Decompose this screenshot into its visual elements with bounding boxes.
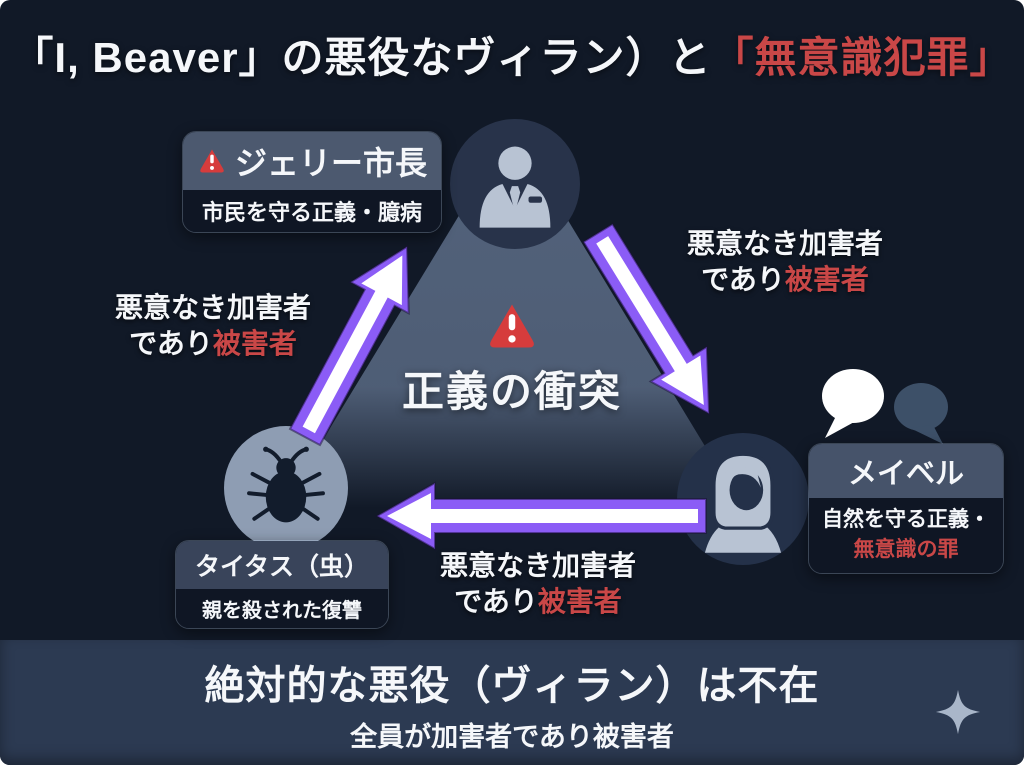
footer-banner: 絶対的な悪役（ヴィラン）は不在 全員が加害者であり被害者 xyxy=(0,640,1024,765)
sparkle-icon xyxy=(935,689,981,735)
title-main: 「I, Beaver」の悪役なヴィラン）と xyxy=(11,34,712,81)
beetle-icon xyxy=(247,446,325,523)
edge-line1: 悪意なき加害者 xyxy=(686,228,883,259)
mayor-desc: 市民を守る正義・臆病 xyxy=(183,190,441,232)
edge-line2-red: 被害者 xyxy=(212,328,297,360)
mayor-name: ジェリー市長 xyxy=(234,145,427,181)
footer-line1: 絶対的な悪役（ヴィラン）は不在 xyxy=(204,664,820,708)
edge-line2-red: 被害者 xyxy=(784,264,869,296)
edge-label-mayor-to-maybel: 悪意なき加害者 であり被害者 xyxy=(645,226,925,299)
edge-line2-red: 被害者 xyxy=(537,586,622,618)
titus-avatar xyxy=(224,426,348,550)
edge-line2-white: であり xyxy=(129,328,213,360)
edge-line2-white: であり xyxy=(454,586,538,618)
footer-line2: 全員が加害者であり被害者 xyxy=(350,722,674,752)
titus-desc: 親を殺された復讐 xyxy=(176,589,388,628)
maybel-label-box: メイベル 自然を守る正義・ 無意識の罪 xyxy=(808,443,1004,574)
mayor-avatar xyxy=(450,119,580,249)
edge-label-maybel-to-titus: 悪意なき加害者 であり被害者 xyxy=(393,548,683,621)
maybel-desc-line1: 自然を守る正義・ xyxy=(822,508,990,531)
businessman-icon xyxy=(479,146,551,228)
edge-line1: 悪意なき加害者 xyxy=(114,292,311,323)
title-highlight: 「無意識犯罪」 xyxy=(711,34,1013,81)
maybel-desc: 自然を守る正義・ 無意識の罪 xyxy=(809,498,1003,573)
warning-icon xyxy=(490,304,534,348)
mayor-name-row: ジェリー市長 xyxy=(183,132,441,190)
maybel-name: メイベル xyxy=(809,444,1003,498)
mayor-label-box: ジェリー市長 市民を守る正義・臆病 xyxy=(182,131,442,233)
edge-label-titus-to-mayor: 悪意なき加害者 であり被害者 xyxy=(68,290,358,363)
titus-name: タイタス（虫） xyxy=(176,541,388,589)
warning-icon xyxy=(200,149,224,173)
edge-line2-white: であり xyxy=(701,264,785,296)
maybel-avatar xyxy=(677,433,809,565)
page-title: 「I, Beaver」の悪役なヴィラン）と「無意識犯罪」 xyxy=(0,24,1024,85)
conflict-label: 正義の衝突 xyxy=(401,368,622,415)
maybel-desc-line2: 無意識の罪 xyxy=(853,538,959,562)
edge-line1: 悪意なき加害者 xyxy=(439,550,636,581)
woman-icon xyxy=(704,452,782,553)
titus-label-box: タイタス（虫） 親を殺された復讐 xyxy=(175,540,389,629)
